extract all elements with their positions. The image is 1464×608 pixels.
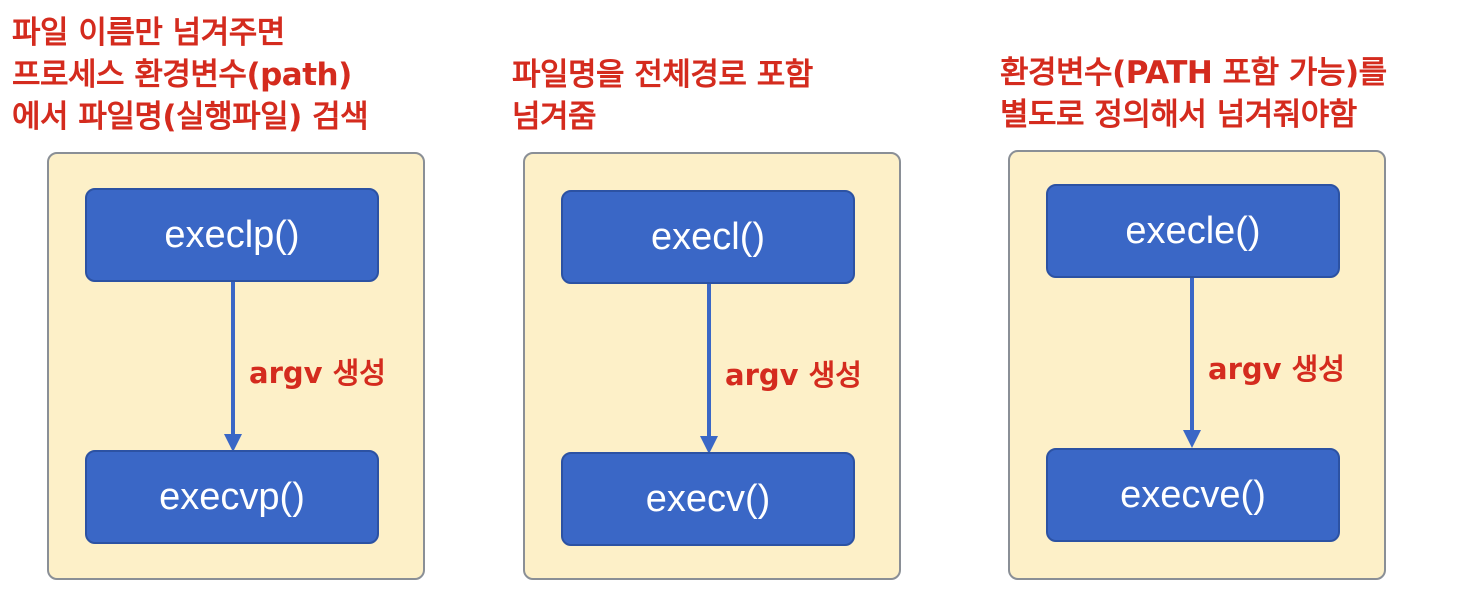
arrow-execl-to-execv xyxy=(700,284,718,454)
caption-line: 에서 파일명(실행파일) 검색 xyxy=(12,99,369,135)
function-box-execl: execl() xyxy=(561,190,855,284)
caption-line: 프로세스 환경변수(path) xyxy=(12,57,352,93)
caption-execl-group: 파일명을 전체경로 포함 넘겨줌 xyxy=(512,54,813,138)
panel-execle-group: execle() argv 생성 execve() xyxy=(1008,150,1386,580)
arrow-label-argv: argv 생성 xyxy=(725,358,862,392)
arrow-execle-to-execve xyxy=(1183,278,1201,448)
caption-line: 파일 이름만 넘겨주면 xyxy=(12,15,285,51)
caption-line: 넘겨줌 xyxy=(512,99,597,135)
function-box-execlp: execlp() xyxy=(85,188,379,282)
panel-execl-group: execl() argv 생성 execv() xyxy=(523,152,901,580)
caption-line: 별도로 정의해서 넘겨줘야함 xyxy=(1000,97,1357,133)
caption-line: 파일명을 전체경로 포함 xyxy=(512,57,813,93)
arrow-label-argv: argv 생성 xyxy=(1208,352,1345,386)
caption-execlp-group: 파일 이름만 넘겨주면 프로세스 환경변수(path) 에서 파일명(실행파일)… xyxy=(12,12,369,138)
function-box-execv: execv() xyxy=(561,452,855,546)
panel-execlp-group: execlp() argv 생성 execvp() xyxy=(47,152,425,580)
function-box-execle: execle() xyxy=(1046,184,1340,278)
function-box-execvp: execvp() xyxy=(85,450,379,544)
arrow-label-argv: argv 생성 xyxy=(249,356,386,390)
function-box-execve: execve() xyxy=(1046,448,1340,542)
caption-execle-group: 환경변수(PATH 포함 가능)를 별도로 정의해서 넘겨줘야함 xyxy=(1000,52,1387,136)
arrow-execlp-to-execvp xyxy=(224,282,242,452)
caption-line: 환경변수(PATH 포함 가능)를 xyxy=(1000,55,1387,91)
